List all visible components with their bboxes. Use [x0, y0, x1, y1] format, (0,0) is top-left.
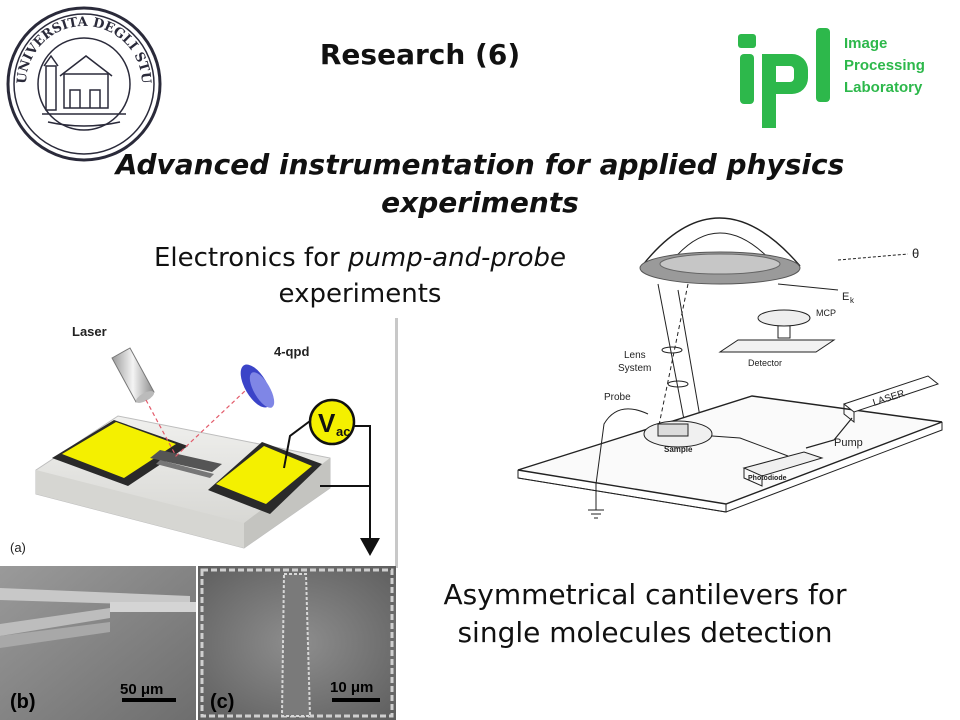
slide-title: Research (6)	[319, 38, 521, 71]
probe-label: Probe	[604, 392, 631, 403]
panel-c-label: (c)	[210, 691, 234, 713]
scale-b-label: 50 μm	[120, 681, 163, 698]
ipl-logo-line3: Laboratory	[844, 79, 923, 96]
asymmetrical-cantilevers-caption: Asymmetrical cantilevers for single mole…	[443, 578, 847, 649]
panel-b-label: (b)	[10, 691, 36, 713]
ipl-logo-line2: Processing	[844, 57, 925, 74]
photodiode-label: Photodiode	[748, 475, 787, 482]
qpd-label: 4-qpd	[274, 344, 309, 359]
laser-label: Laser	[72, 324, 107, 339]
scale-c-label: 10 μm	[330, 679, 373, 696]
ek-subscript: k	[850, 296, 855, 305]
pump-label: Pump	[834, 437, 863, 449]
sample-label: Sample	[664, 445, 693, 454]
mcp-label: MCP	[816, 308, 836, 318]
ipl-logo-line1: Image	[844, 35, 887, 52]
lens-label: Lens	[624, 350, 646, 361]
pump-probe-setup-diagram: θ E k MCP Detector Lens System Probe Sam…	[517, 217, 943, 519]
ek-label: E	[842, 291, 849, 303]
theta-label: θ	[912, 246, 919, 261]
electronics-caption-post: experiments	[278, 279, 442, 309]
detector-label: Detector	[748, 358, 782, 368]
vac-label: V	[318, 408, 336, 438]
slide-subtitle: Advanced instrumentation for applied phy…	[115, 148, 845, 219]
electronics-caption-italic: pump-and-probe	[347, 243, 567, 273]
cantilever-diagram: V ac Laser 4-qpd (a)	[10, 318, 398, 568]
university-seal-logo: UNIVERSITA DEGLI STUDI DI TRIESTE	[4, 4, 162, 162]
ipl-logo: Image Processing Laboratory	[738, 28, 925, 128]
vac-subscript: ac	[336, 424, 350, 439]
system-label: System	[618, 363, 651, 374]
electronics-caption: Electronics for pump-and-probe experiment…	[70, 240, 650, 312]
panel-a-label: (a)	[10, 540, 26, 555]
sem-micrographs: (b) 50 μm (c) 10 μm	[0, 566, 396, 720]
electronics-caption-pre: Electronics for	[153, 243, 348, 273]
